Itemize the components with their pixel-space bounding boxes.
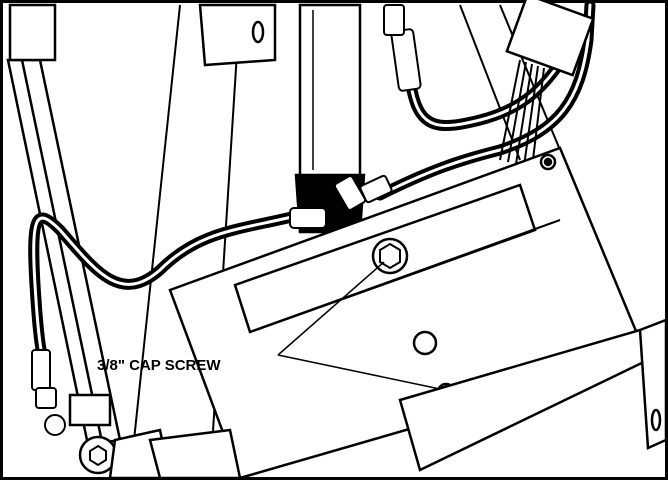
lower-right-bracket — [398, 318, 668, 472]
callout-leaders — [277, 261, 441, 390]
top-bracket — [198, 3, 277, 67]
hose-fittings — [31, 4, 422, 436]
wire-bundle — [499, 0, 595, 169]
lower-pivot — [68, 393, 242, 480]
hydraulic-hoses — [28, 0, 596, 361]
cap-screw-hole-middle — [412, 330, 438, 356]
cap-screw-callout-label: 3/8" CAP SCREW — [97, 357, 221, 374]
left-rod — [6, 3, 122, 447]
